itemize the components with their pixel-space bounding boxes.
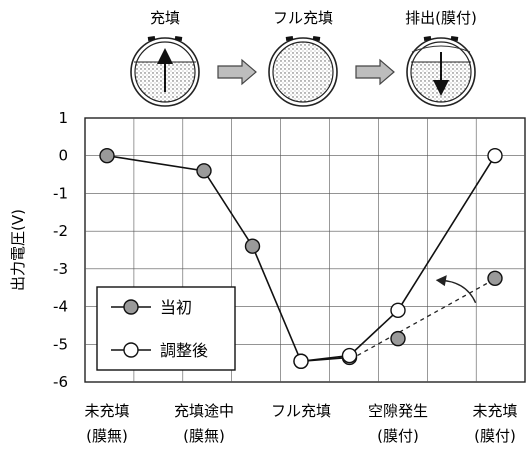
plot-frame (84, 117, 526, 383)
y-tick-label: -2 (53, 222, 68, 240)
annotations (357, 275, 490, 357)
initial-point (487, 270, 503, 286)
x-tick-label: 充填途中 (174, 402, 234, 420)
flow-arrow-icon (217, 58, 257, 86)
y-tick-labels: 1 0 -1 -2 -3 -4 -5 -6 (53, 109, 68, 391)
adjusted-point (487, 148, 503, 164)
adjustment-arrowhead (435, 275, 447, 287)
y-tick-label: -5 (53, 335, 68, 353)
series-line (300, 155, 496, 363)
initial-point (196, 163, 212, 179)
y-tick-label: -6 (53, 373, 68, 391)
stage-illustration: 充填 フル充填 排出(膜付) (130, 9, 477, 107)
grid (85, 118, 525, 382)
x-tick-label: (膜無) (86, 427, 128, 445)
legend-marker (123, 299, 139, 315)
y-tick-label: 1 (58, 109, 68, 127)
x-tick-label: 未充填 (472, 402, 517, 420)
legend-box (96, 286, 236, 371)
y-tick-label: -3 (53, 260, 68, 278)
x-tick-label: フル充填 (271, 402, 331, 420)
y-tick-label: -4 (53, 298, 68, 316)
dashed-trend-line (357, 281, 490, 357)
flow-arrow-icon (355, 58, 395, 86)
series-layer (99, 148, 503, 369)
x-tick-labels: 未充填 (膜無) 充填途中 (膜無) フル充填 空隙発生 (膜付) 未充填 (膜付) (84, 402, 517, 445)
y-axis-label: 出力電圧(V) (9, 209, 27, 291)
x-tick-label: 未充填 (84, 402, 129, 420)
legend-label: 調整後 (160, 341, 208, 360)
initial-point (390, 330, 406, 347)
x-tick-label: 空隙発生 (368, 402, 428, 420)
voltage-chart: 1 0 -1 -2 -3 -4 -5 -6 未充填 (膜無) 充填途中 (膜無) フル充填 空隙発生 (膜… (9, 109, 526, 445)
initial-point (244, 238, 261, 254)
x-tick-label: (膜付) (474, 427, 516, 445)
x-tick-label: (膜無) (183, 427, 225, 445)
adjusted-point (390, 302, 406, 319)
adjusted-point (293, 353, 309, 369)
stage-label-fill: 充填 (150, 9, 180, 27)
legend-marker (123, 342, 139, 358)
y-tick-label: -1 (53, 184, 68, 202)
legend-label: 当初 (160, 298, 192, 317)
adjusted-point (341, 347, 358, 364)
canister-full-icon (268, 36, 338, 107)
y-tick-label: 0 (58, 147, 68, 165)
initial-point (99, 148, 115, 164)
x-tick-label: (膜付) (377, 427, 419, 445)
stage-label-discharge: 排出(膜付) (405, 9, 477, 27)
stage-label-full: フル充填 (273, 9, 333, 27)
canister-discharge-icon (406, 36, 476, 107)
canister-filling-icon (130, 36, 200, 107)
